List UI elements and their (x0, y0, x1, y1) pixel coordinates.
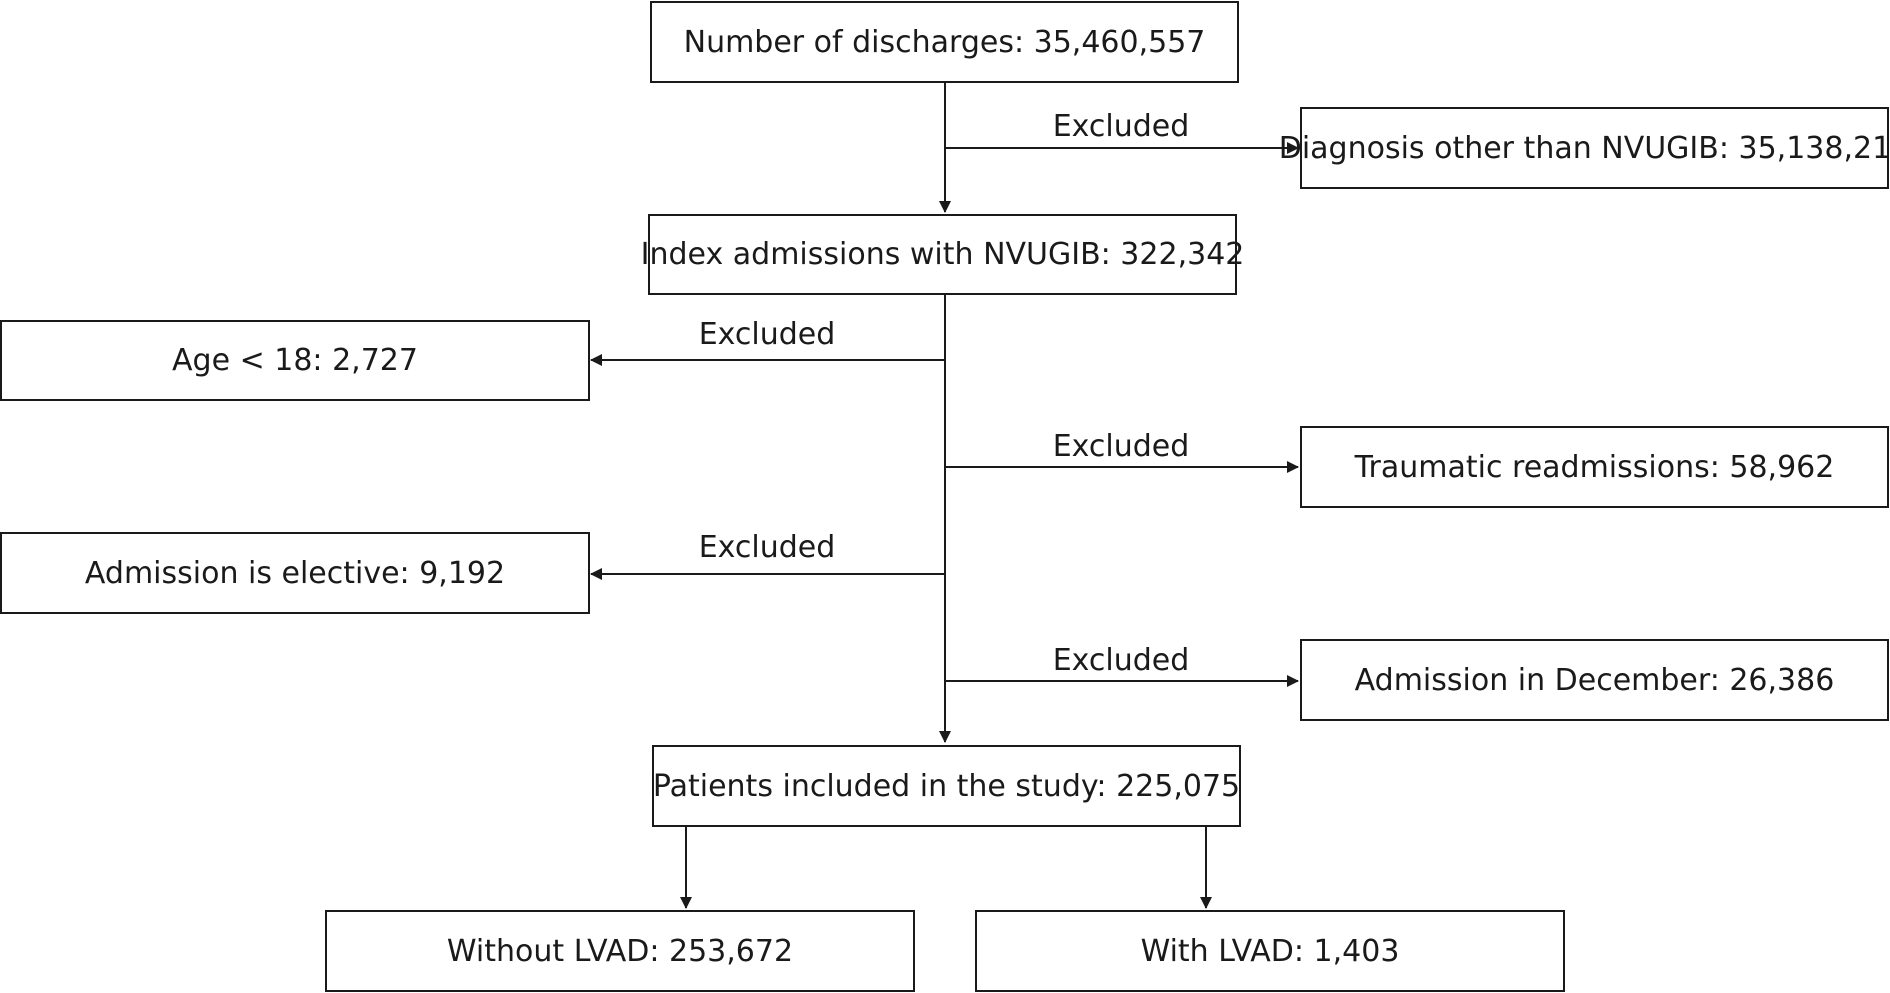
exclusion-box-traumatic: Traumatic readmissions: 58,962 (1300, 426, 1889, 508)
excluded-label-december: Excluded (1052, 643, 1190, 678)
without-lvad-box: Without LVAD: 253,672 (325, 910, 915, 992)
exclusion-text-elective: Admission is elective: 9,192 (84, 555, 506, 591)
index-admissions-text: Index admissions with NVUGIB: 322,342 (640, 237, 1245, 272)
discharges-box: Number of discharges: 35,460,557 (650, 1, 1239, 83)
exclusion-text-traumatic: Traumatic readmissions: 58,962 (1354, 449, 1835, 485)
index-admissions-box: Index admissions with NVUGIB: 322,342 (641, 214, 1244, 295)
with-lvad-box: With LVAD: 1,403 (975, 910, 1565, 992)
excluded-label-age: Excluded (698, 317, 836, 352)
patients-included-text: Patients included in the study: 225,075 (652, 768, 1241, 804)
exclusion-box-elective: Admission is elective: 9,192 (0, 532, 590, 614)
excluded-label-diagnosis: Excluded (1052, 109, 1190, 144)
exclusion-box-age: Age < 18: 2,727 (0, 320, 590, 401)
exclusion-box-december: Admission in December: 26,386 (1300, 639, 1889, 721)
with-lvad-text: With LVAD: 1,403 (1140, 933, 1400, 969)
excluded-label-elective: Excluded (698, 530, 836, 565)
without-lvad-text: Without LVAD: 253,672 (446, 933, 794, 969)
patients-included-box: Patients included in the study: 225,075 (652, 745, 1241, 827)
excluded-label-traumatic: Excluded (1052, 429, 1190, 464)
exclusion-text-december: Admission in December: 26,386 (1354, 662, 1835, 698)
exclusion-text-diagnosis: Diagnosis other than NVUGIB: 35,138,215 (1278, 130, 1890, 166)
exclusion-text-age: Age < 18: 2,727 (172, 343, 418, 378)
exclusion-box-diagnosis: Diagnosis other than NVUGIB: 35,138,215 (1279, 107, 1890, 189)
discharges-text: Number of discharges: 35,460,557 (683, 24, 1206, 60)
